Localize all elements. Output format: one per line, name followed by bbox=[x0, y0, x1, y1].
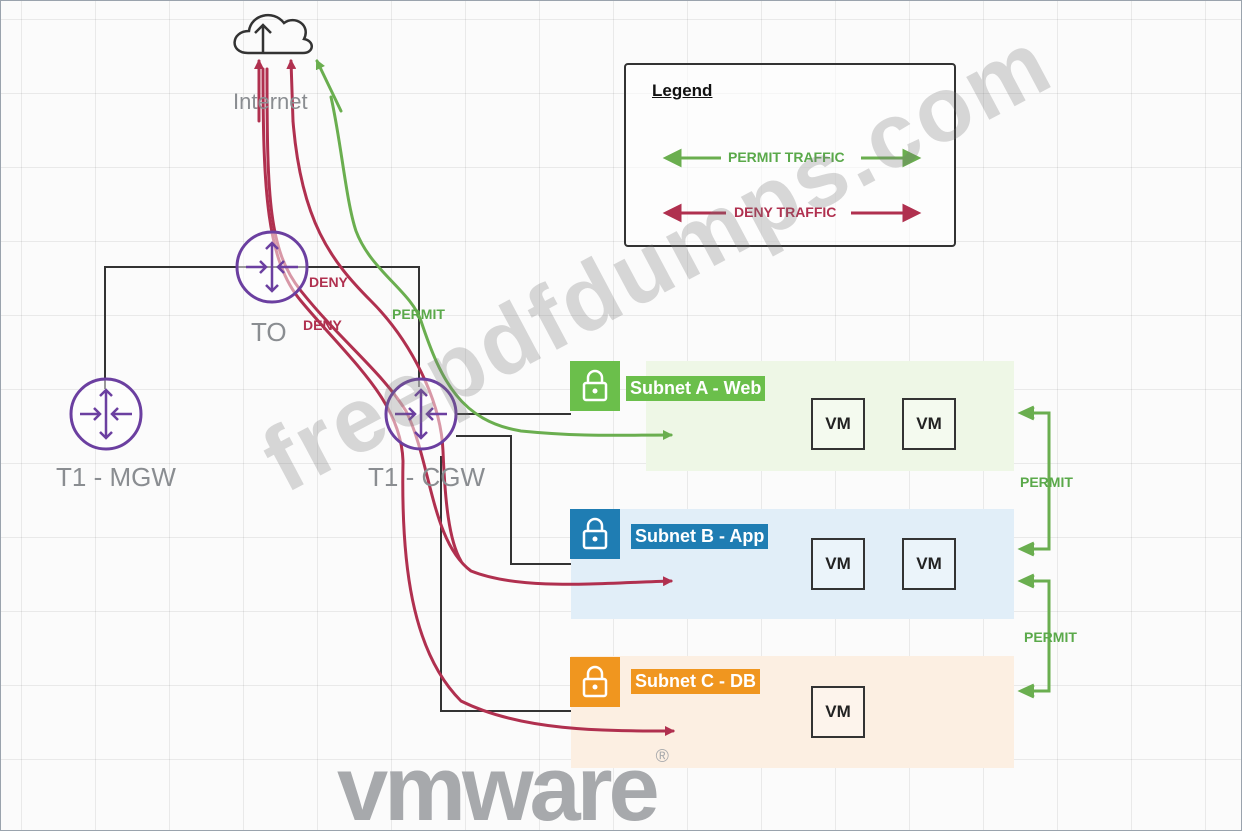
legend-title: Legend bbox=[652, 81, 713, 100]
router-icon bbox=[69, 377, 143, 451]
legend-arrows bbox=[662, 148, 922, 223]
subnet-c-title: Subnet C - DB bbox=[631, 669, 760, 694]
router-icon bbox=[384, 377, 458, 451]
t0-label: TO bbox=[251, 317, 287, 347]
vm-box: VM bbox=[902, 398, 956, 450]
legend-deny-label: DENY TRAFFIC bbox=[734, 204, 837, 220]
permit-bracket-bc bbox=[1017, 573, 1051, 699]
vm-box: VM bbox=[902, 538, 956, 590]
permit-label: PERMIT bbox=[1024, 629, 1077, 645]
permit-label: PERMIT bbox=[392, 306, 445, 322]
legend-permit-label: PERMIT TRAFFIC bbox=[728, 149, 845, 165]
t1-cgw-label: T1 - CGW bbox=[368, 462, 485, 492]
vm-box: VM bbox=[811, 398, 865, 450]
vmware-logo-text: vmware bbox=[337, 738, 660, 831]
registered-mark: ® bbox=[655, 746, 669, 766]
router-icon bbox=[235, 230, 309, 304]
lock-icon bbox=[570, 657, 620, 707]
lock-icon bbox=[570, 361, 620, 411]
legend-box: Legend PERMIT TRAFFIC DENY TRAFFIC bbox=[624, 63, 956, 247]
vm-box: VM bbox=[811, 538, 865, 590]
deny-label: DENY bbox=[303, 317, 342, 333]
permit-label: PERMIT bbox=[1020, 474, 1073, 490]
subnet-b-title: Subnet B - App bbox=[631, 524, 769, 549]
internet-label: Internet bbox=[233, 89, 308, 114]
subnet-a-title: Subnet A - Web bbox=[626, 376, 766, 401]
permit-bracket-ab bbox=[1017, 405, 1051, 557]
cloud-icon bbox=[233, 13, 313, 55]
vm-box: VM bbox=[811, 686, 865, 738]
deny-label: DENY bbox=[309, 274, 348, 290]
permit-flow-internet bbox=[315, 59, 673, 441]
vmware-logo: vmware® bbox=[337, 743, 669, 830]
lock-icon bbox=[570, 509, 620, 559]
t1-mgw-label: T1 - MGW bbox=[56, 462, 176, 492]
